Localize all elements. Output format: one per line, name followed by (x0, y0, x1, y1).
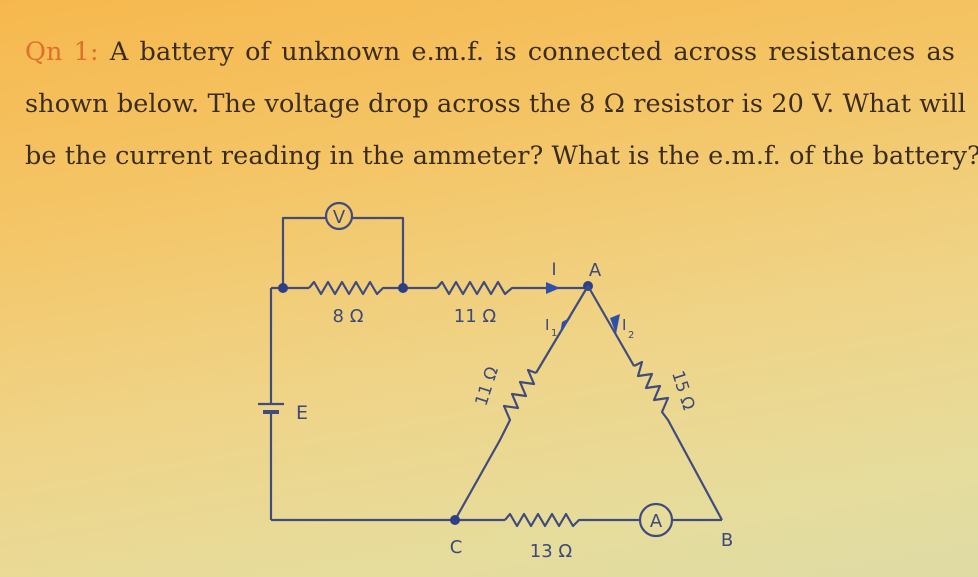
current-arrow-icon (610, 314, 620, 334)
question-line-1: Qn 1: A battery of unknown e.m.f. is con… (25, 37, 955, 67)
label-node-c: C (450, 537, 463, 558)
junction-node (278, 283, 288, 293)
question-number: Qn 1: (25, 37, 99, 67)
label-11-ohm-series: 11 Ω (454, 306, 497, 327)
resistor-13-ohm (504, 512, 640, 528)
label-node-a: A (589, 260, 602, 281)
voltmeter-icon (324, 201, 354, 231)
branch-c-b: A C 13 Ω B (271, 502, 733, 562)
top-branch: 8 Ω 11 Ω I (271, 260, 588, 327)
battery-branch: E (258, 288, 308, 520)
label-current-i2: I (622, 316, 626, 334)
branch-a-b: I 2 15 Ω (587, 285, 723, 521)
resistor-8-ohm (308, 280, 403, 296)
current-arrow-icon (546, 282, 560, 294)
label-13-ohm: 13 Ω (530, 541, 573, 562)
label-node-b: B (721, 530, 733, 551)
resistor-11-ohm-series (436, 280, 588, 296)
label-battery-e: E (296, 402, 308, 424)
label-current-i1: I (545, 316, 549, 334)
resistor-15-ohm (633, 360, 723, 521)
label-8-ohm: 8 Ω (333, 306, 364, 327)
voltmeter-loop: V (281, 201, 405, 288)
label-11-ohm-branch: 11 Ω (472, 364, 503, 408)
question-line-2: shown below. The voltage drop across the… (25, 89, 966, 119)
node-c (450, 515, 460, 525)
svg-text:2: 2 (628, 330, 634, 341)
label-current-i: I (551, 260, 556, 280)
ammeter-label: A (650, 511, 663, 532)
junction-node (398, 283, 408, 293)
label-15-ohm: 15 Ω (667, 368, 698, 412)
question-line-3: be the current reading in the ammeter? W… (25, 141, 978, 171)
current-arrow-icon (560, 317, 571, 334)
voltmeter-label: V (333, 207, 346, 228)
svg-text:1: 1 (551, 328, 557, 339)
question-text: Qn 1: A battery of unknown e.m.f. is con… (25, 26, 978, 182)
resistor-11-ohm-branch (454, 368, 537, 521)
